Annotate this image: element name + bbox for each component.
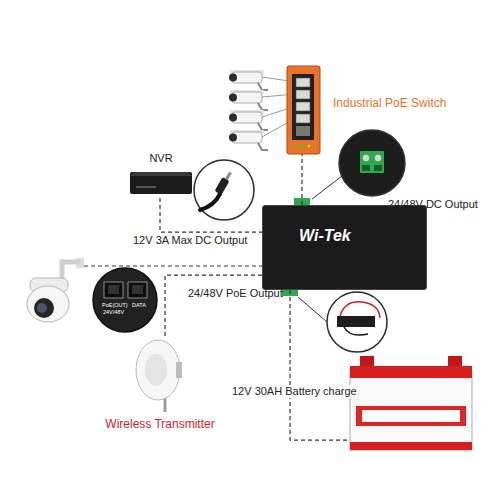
camera-dome [27,286,69,322]
sfp-port [296,126,310,136]
camera-mount [258,123,268,130]
terminal-slot [362,165,370,171]
camera-mount [258,83,268,90]
poe-switch-device [287,66,320,154]
zoom-circle [339,130,405,196]
terminal-zoom [312,130,405,199]
camera-lens [229,134,237,142]
camera-lens [229,74,237,82]
battery-band [356,406,466,426]
edge-label: 12V 3A Max DC Output [133,234,247,247]
zoom-circle [194,160,254,220]
terminal-slot [374,165,382,171]
bullet-camera [229,90,296,110]
battery-terminal [448,356,462,366]
red-wire [340,302,380,318]
dashed-connector [301,154,302,205]
leader-line [312,176,342,199]
battery-node: 12V 30AH Battery charge [350,355,472,450]
zoom-circle [93,268,157,332]
port-label: DATA [132,302,146,308]
charger-module [337,316,375,327]
camera-lens [229,114,237,122]
port-zoom [93,268,157,332]
rj45-port [104,282,123,298]
ptz-camera [27,258,84,322]
battery-band-inner [362,410,460,422]
port-label: 24V/48V [103,309,124,315]
status-led [302,145,305,148]
terminal-block [360,151,384,173]
bullet-camera [229,106,296,130]
camera-lens [229,94,237,102]
camera-wire [84,265,262,266]
camera-mount [258,143,268,150]
rj45-port [296,114,310,123]
rj45-port [296,78,310,87]
battery-wire-zoom [298,292,387,352]
rj45-port [296,102,310,111]
dc-cable [200,194,220,210]
battery-base [350,442,472,450]
wireless-transmitter [136,340,182,412]
camera-arm [62,262,80,280]
cable-zoom [194,160,254,220]
wi-tek-device: Wi-Tek [262,205,427,290]
output-label: 24/48V PoE Output [188,287,283,300]
battery [350,356,472,450]
terminal-screw [375,155,381,161]
leader-line [298,297,327,322]
dish-bracket [176,362,182,378]
port-inner [132,285,143,294]
bullet-camera [229,70,296,90]
status-led [308,145,311,148]
nvr-top [130,172,192,176]
wireless-transmitter-node: Wireless Transmitter [100,338,220,438]
zoom-circle [327,292,387,352]
battery-lid [350,366,472,378]
camera-lens [37,303,47,313]
port-inner [108,285,119,294]
terminal-screw [363,155,369,161]
status-led [296,145,299,148]
battery-body [350,372,472,450]
rj45-port [296,90,310,99]
nvr-body [130,172,192,194]
node-title: Wireless Transmitter [90,418,230,432]
nvr-strip [136,186,156,188]
dashed-connector [160,198,262,232]
nvr-node: NVR [128,152,194,198]
switch-panel [292,74,314,140]
port-label: PoE(OUT) [102,302,128,308]
camera-mount [258,103,268,110]
node-title: Wi-Tek [299,227,351,245]
dashed-connector [290,290,350,440]
dc-pin [225,172,232,180]
output-label: 24/48V DC Output [388,198,478,211]
node-title: Industrial PoE Switch [333,97,446,111]
node-title: NVR [128,152,194,165]
battery-terminal [360,356,374,366]
switch-housing [287,66,320,154]
dish-center [145,354,167,386]
dish [136,340,180,400]
camera-window [34,298,54,318]
rj45-port [128,282,147,298]
bullet-camera [229,118,296,150]
poe-switch-node: Industrial PoE Switch [280,62,490,154]
nvr-device [130,172,192,194]
dashed-connector [165,275,262,338]
black-wire [344,327,368,335]
node-title: 12V 30AH Battery charge [232,385,357,398]
